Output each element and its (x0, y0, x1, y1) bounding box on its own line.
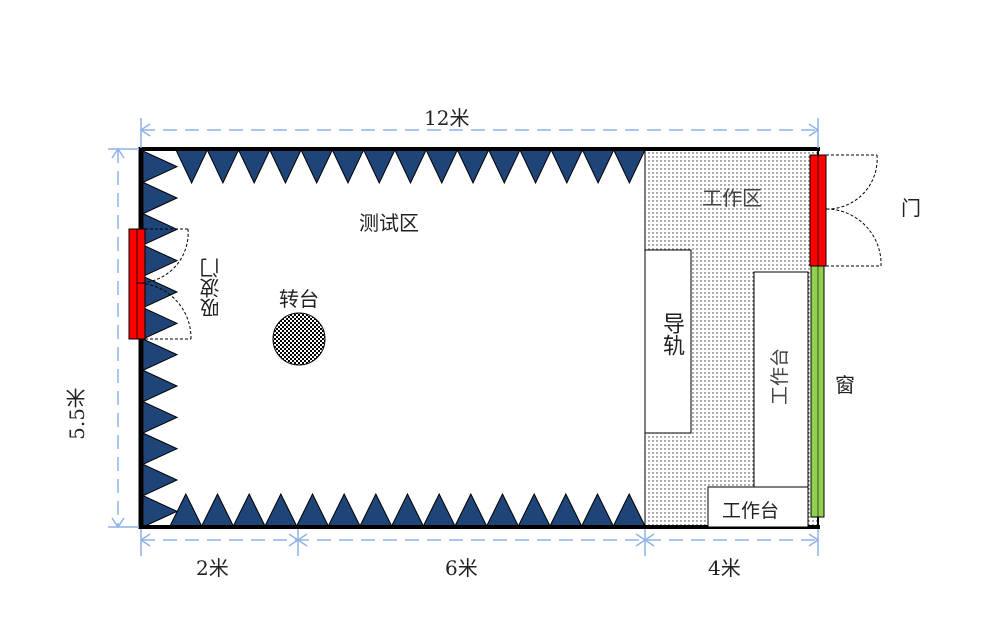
absorber-cone (142, 306, 179, 340)
dimension-seg2-label: 6米 (445, 556, 478, 580)
absorber-cone (425, 149, 459, 185)
absorber-cone (175, 149, 209, 185)
absorber-cone (327, 492, 361, 527)
absorber-group (142, 149, 646, 528)
absorber-cone (269, 149, 302, 185)
window-label: 窗 (835, 373, 855, 397)
absorber-cone (295, 492, 330, 527)
absorber-cone (142, 400, 179, 434)
absorber-cone (549, 492, 583, 527)
absorber-cone (581, 149, 615, 185)
absorber-cone (485, 492, 520, 527)
absorber-cone (142, 432, 179, 466)
window (810, 265, 825, 518)
absorber-cone (264, 492, 298, 527)
workbench-vertical (753, 271, 809, 488)
absorber-cone (394, 149, 427, 185)
absorber-cone (142, 150, 179, 184)
absorber-cone (456, 149, 490, 185)
absorber-cone (454, 492, 488, 527)
absorber-cone (300, 149, 334, 185)
absorber-cone (517, 492, 551, 527)
absorber-cone (390, 492, 425, 527)
absorber-cone (550, 149, 584, 185)
absorber-cone (519, 149, 552, 185)
absorber-cone (142, 369, 179, 403)
door-label: 门 (901, 196, 921, 220)
absorber-cone (232, 492, 266, 527)
work-area-label: 工作区 (702, 186, 762, 210)
absorber-cone (580, 492, 615, 527)
absorber-door-label: 吸波门 (199, 258, 223, 318)
absorber-cone (359, 492, 393, 527)
dimension-width-label: 12米 (424, 106, 470, 130)
rail-label: 导轨 (659, 312, 684, 356)
absorber-cone (142, 244, 179, 278)
workbench-vertical-label: 工作台 (769, 347, 791, 405)
absorber-cone (142, 275, 179, 309)
workbench-bottom (707, 486, 809, 528)
dimension-seg3-label: 4米 (708, 556, 741, 580)
absorber-cone (142, 181, 179, 215)
test-area-label: 测试区 (359, 211, 419, 235)
absorber-cone (487, 149, 521, 185)
absorber-cone (237, 149, 271, 185)
absorber-cone (206, 149, 240, 185)
rail (644, 249, 692, 434)
absorber-cone (142, 463, 179, 497)
absorber-cone (362, 149, 396, 185)
dimension-height-label: 5.5米 (65, 388, 89, 440)
absorber-cone (142, 338, 179, 372)
absorber-cone (331, 149, 365, 185)
turntable-label: 转台 (279, 287, 319, 311)
absorber-cone (612, 492, 646, 527)
workbench-bottom-label: 工作台 (722, 500, 780, 522)
dimension-seg1-label: 2米 (196, 556, 229, 580)
absorber-cone (422, 492, 456, 527)
dimension-lines (108, 118, 820, 556)
absorber-cone (200, 492, 235, 527)
turntable (272, 312, 326, 366)
door-swing-arc (136, 228, 192, 340)
absorber-cone (612, 149, 646, 185)
door-swing-arc (825, 154, 882, 267)
